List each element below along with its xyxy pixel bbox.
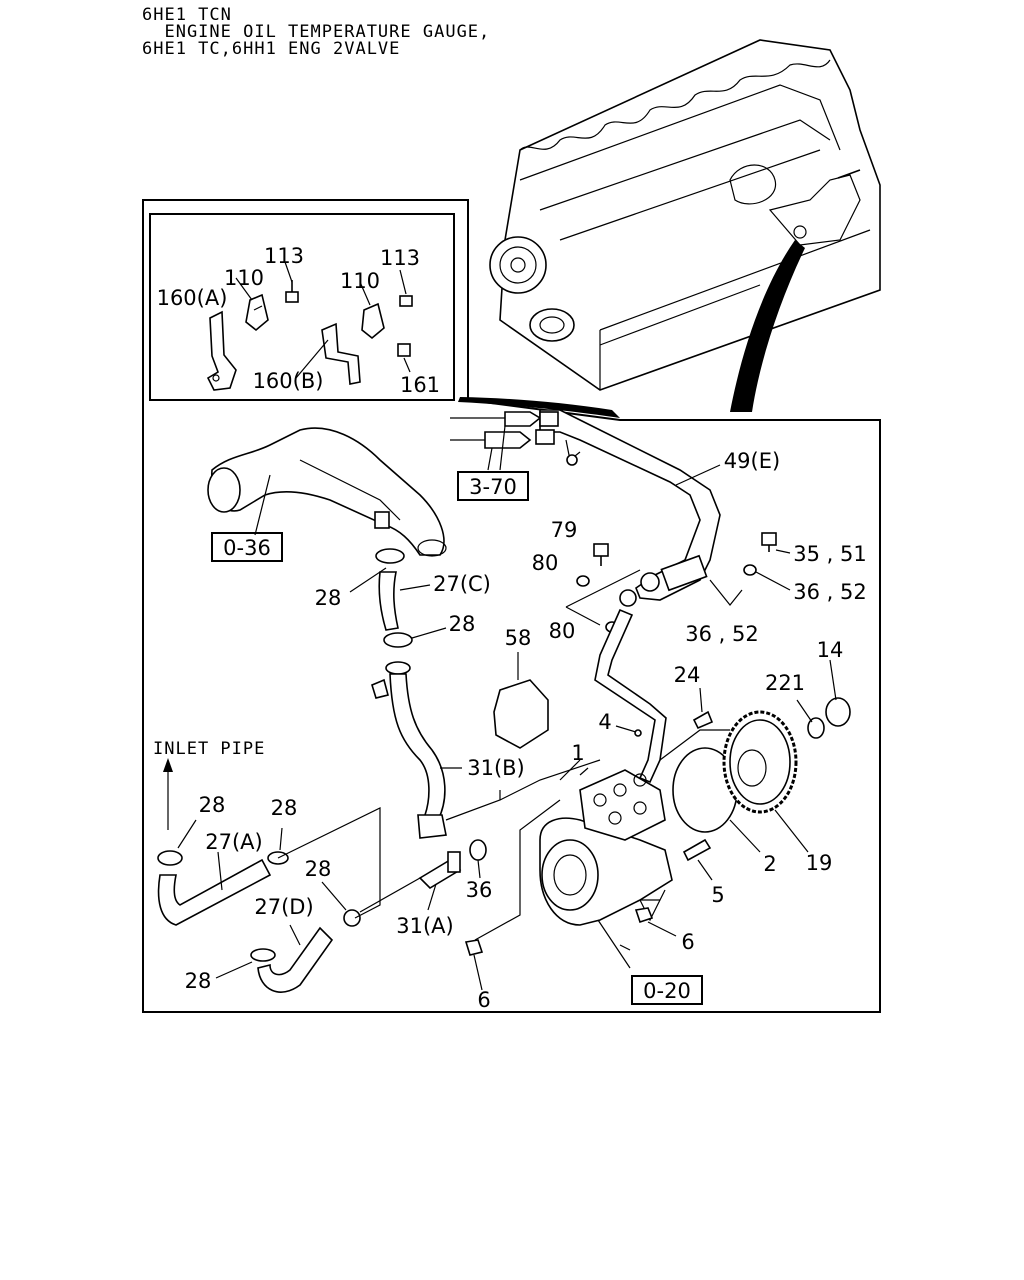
callout-2: 2 [763,852,776,876]
part-58 [493,652,549,749]
callout-27c: 27(C) [433,572,491,596]
oil-pipe-49e [539,409,721,607]
washer-and-nut [796,659,851,739]
callout-5: 5 [711,883,724,907]
callout-6-left: 6 [477,988,490,1012]
callout-221: 221 [765,671,805,695]
callout-35-51: 35 , 51 [793,542,866,566]
ref-box-0-36 [211,532,283,562]
nut-6-right [634,907,654,924]
ref-0-20-label: 0-20 [643,979,691,1003]
callout-31a: 31(A) [396,914,453,938]
nut-6-left [464,939,484,956]
callout-161: 161 [400,373,440,397]
callout-4: 4 [598,710,611,734]
callout-79: 79 [551,518,578,542]
callout-inlet-pipe: INLET PIPE [153,739,265,759]
bolt-24 [692,710,714,730]
bolts-upper [565,532,791,633]
callout-28-hose-d: 28 [305,857,332,881]
callout-14: 14 [817,638,844,662]
intake-duct [207,427,447,557]
callout-160a: 160(A) [157,286,228,310]
callout-24: 24 [674,663,701,687]
callout-28-inlet: 28 [199,793,226,817]
ref-box-3-70 [457,471,529,501]
callout-80-lower: 80 [549,619,576,643]
callout-160b: 160(B) [253,369,324,393]
inset-brackets [206,261,413,391]
ref-3-70-label: 3-70 [469,475,517,499]
callout-113-left: 113 [264,244,304,268]
callout-27a: 27(A) [205,830,262,854]
compressor-pump [474,759,673,941]
callout-28-lower: 28 [185,969,212,993]
callout-36-52-center: 36 , 52 [685,622,758,646]
header-line-1: 6HE1 TCN [142,5,232,25]
callout-6-right: 6 [681,930,694,954]
header-line-3: 6HE1 TC,6HH1 ENG 2VALVE [142,39,401,59]
temp-sensor-connector [450,411,559,471]
inset-frame [149,213,455,401]
callout-110-left: 110 [224,266,264,290]
callout-36-52-right: 36 , 52 [793,580,866,604]
callout-28-upper: 28 [315,586,342,610]
callout-110-right: 110 [340,269,380,293]
detail-frame [142,199,881,1013]
detail-pointer-leader [730,240,805,412]
header-line-2: ENGINE OIL TEMPERATURE GAUGE, [142,22,491,42]
callout-27d: 27(D) [254,895,313,919]
hose-27c [375,548,431,648]
callout-19: 19 [806,851,833,875]
callout-28-pipe-a: 28 [271,796,298,820]
ref-box-0-20 [631,975,703,1005]
bolt-5 [682,838,712,862]
callout-113-right: 113 [380,246,420,270]
callout-1: 1 [571,741,584,765]
pipe-31b [371,661,447,839]
callout-36: 36 [466,878,493,902]
connector-31a [418,839,487,911]
pipe-27a [157,758,289,926]
callout-80-upper: 80 [532,551,559,575]
callout-31b: 31(B) [467,756,525,780]
callout-28-mid: 28 [449,612,476,636]
callout-58: 58 [505,626,532,650]
inset-pointer-leader [458,397,620,418]
callout-49e: 49(E) [724,449,780,473]
gear-19 [722,710,809,853]
ref-0-36-label: 0-36 [223,536,271,560]
hose-27d [250,909,361,993]
engine-block-illustration [489,39,881,391]
